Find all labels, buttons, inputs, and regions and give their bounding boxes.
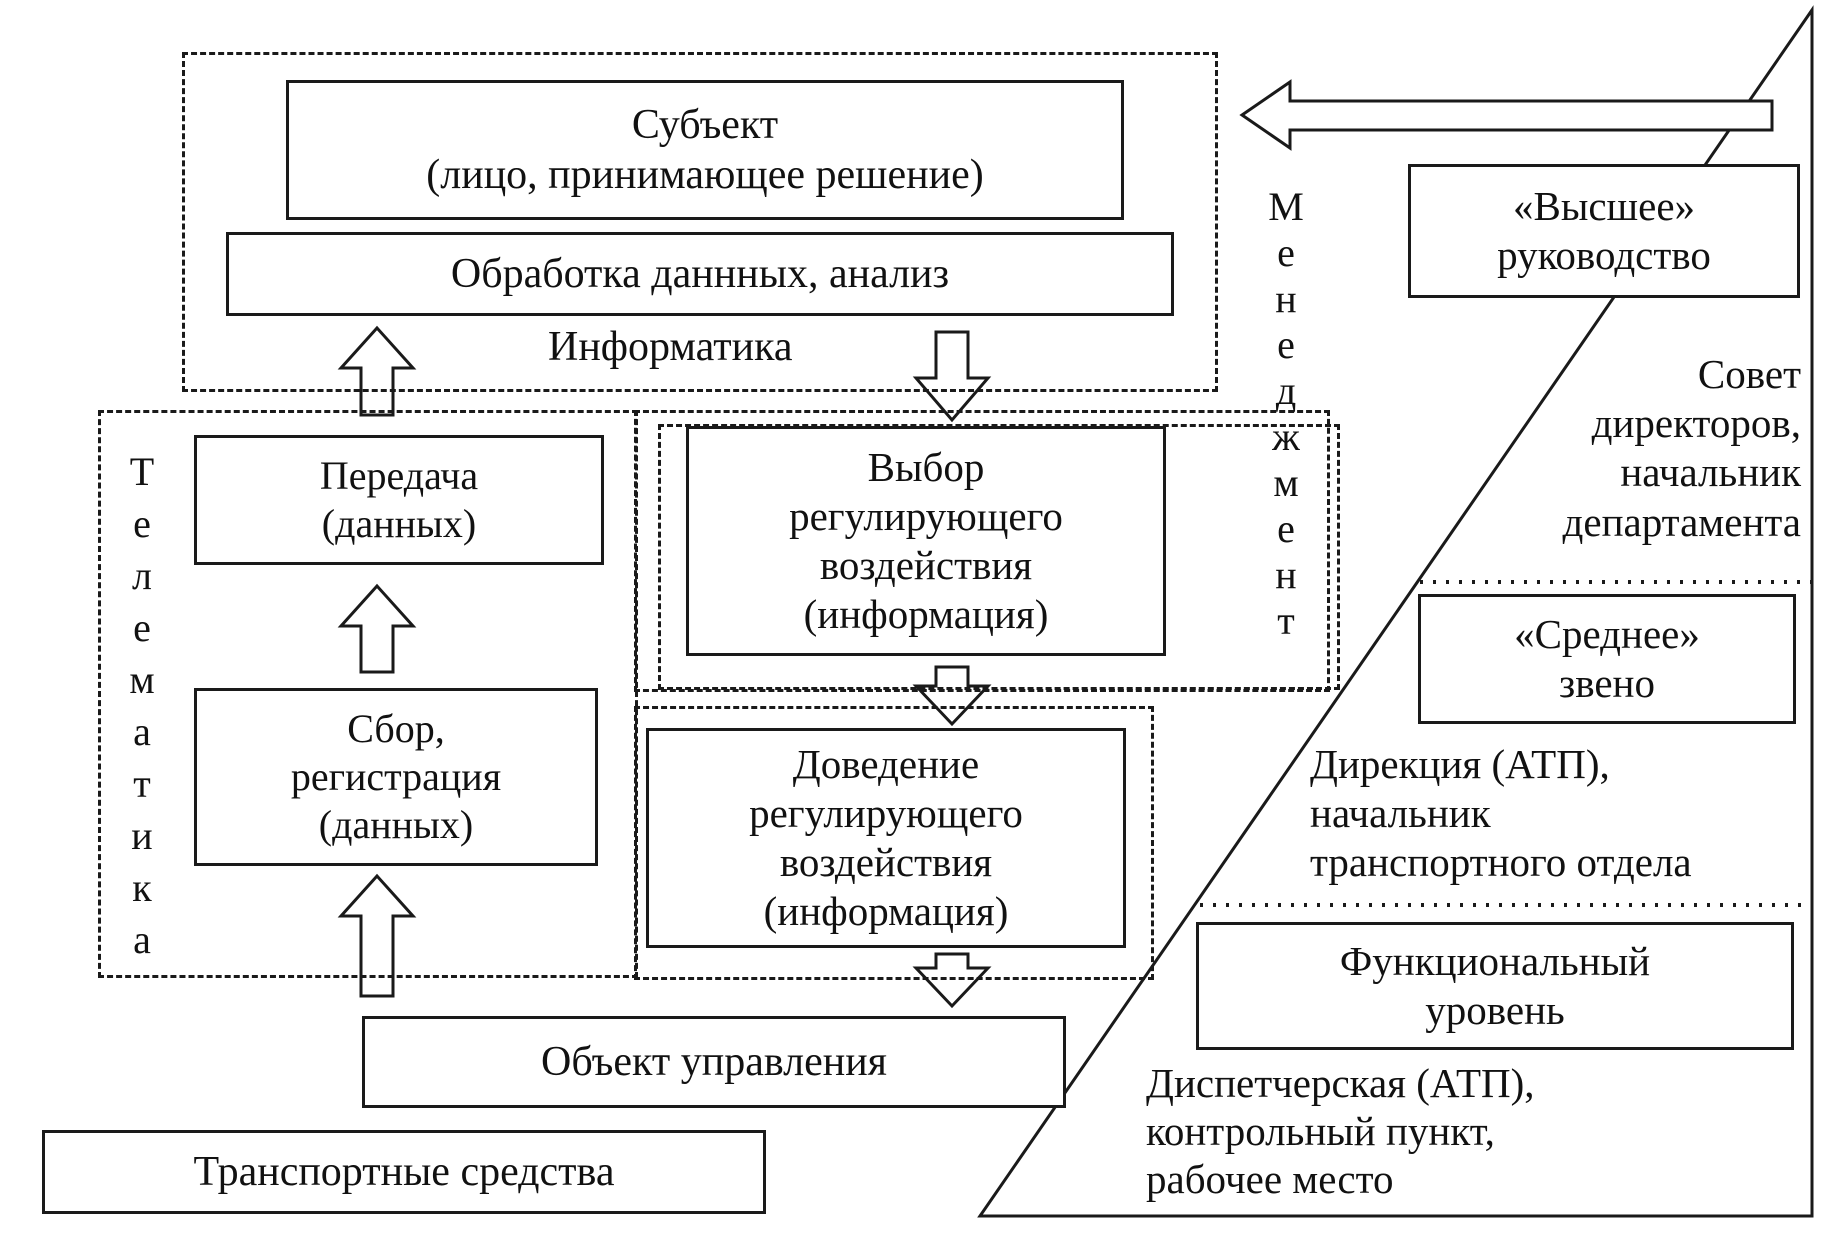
vehicles-label: Транспортные средства [193,1148,615,1195]
delivery-line-2: регулирующего [749,789,1023,836]
telematics-char: т [133,761,151,806]
transfer-box: Передача (данных) [194,435,604,565]
telematics-char: м [129,657,155,702]
telematics-char: к [132,865,152,910]
telematics-char: а [133,917,151,962]
subject-box: Субъект (лицо, принимающее решение) [286,80,1124,220]
management-char: М [1268,184,1304,229]
telematics-char: а [133,709,151,754]
choice-line-4: (информация) [803,591,1049,638]
management-char: е [1277,322,1295,367]
informatics-region [182,52,1218,392]
top-management-box: «Высшее» руководство [1408,164,1800,298]
top-desc-line-3: начальник [1620,449,1801,496]
informatics-label: Информатика [548,324,793,370]
middle-desc-line-2: начальник [1310,790,1491,837]
processing-label: Обработка даннных, анализ [450,250,950,297]
functional-level-box: Функциональный уровень [1196,922,1794,1050]
arrow-collection-to-transfer [337,583,417,674]
top-management-description: Совет директоров, начальник департамента [1563,350,1801,547]
arrow-processing-to-choice [912,330,992,423]
telematics-char: е [133,501,151,546]
functional-desc-line-1: Диспетчерская (АТП), [1146,1060,1535,1106]
functional-level-description: Диспетчерская (АТП), контрольный пункт, … [1146,1060,1535,1204]
choice-line-3: воздействия [819,542,1033,588]
top-desc-line-2: директоров, [1591,400,1801,447]
telematics-vertical-label: Т е л е м а т и к а [122,446,162,966]
arrow-delivery-to-object [912,952,992,1009]
arrow-object-to-collection [337,873,417,998]
subject-title: Субъект [631,101,779,148]
middle-level-line-1: «Среднее» [1514,610,1700,657]
management-char: н [1275,552,1297,597]
arrow-hierarchy-to-subject [1239,79,1774,151]
collection-line-3: (данных) [318,802,474,847]
management-char: н [1275,276,1297,321]
choice-line-2: регулирующего [789,492,1063,539]
delivery-box: Доведение регулирующего воздействия (инф… [646,728,1126,948]
telematics-char: л [132,553,152,598]
inner-choice-region [658,424,1340,690]
functional-level-line-1: Функциональный [1339,937,1651,984]
processing-box: Обработка даннных, анализ [226,232,1174,316]
management-char: е [1277,506,1295,551]
collection-box: Сбор, регистрация (данных) [194,688,598,866]
telematics-region [98,410,638,978]
subject-subtitle: (лицо, принимающее решение) [426,152,984,198]
middle-level-box: «Среднее» звено [1418,594,1796,724]
object-box: Объект управления [362,1016,1066,1108]
management-char: д [1275,368,1297,413]
transfer-title: Передача [319,453,479,498]
management-vertical-label: М е н е д ж м е н т [1266,184,1306,644]
top-management-line-2: руководство [1497,232,1711,278]
object-label: Объект управления [541,1038,887,1085]
arrow-choice-to-delivery [912,665,992,727]
management-char: ж [1272,414,1300,459]
top-desc-line-4: департамента [1562,498,1801,545]
telematics-char: Т [129,449,155,494]
arrow-transfer-to-processing [337,325,417,417]
middle-level-description: Дирекция (АТП), начальник транспортного … [1310,740,1692,888]
top-desc-line-1: Совет [1697,351,1801,397]
middle-desc-line-1: Дирекция (АТП), [1310,741,1610,787]
collection-line-1: Сбор, [347,706,445,751]
transfer-subtitle: (данных) [321,501,477,546]
management-region [634,410,1330,692]
delivery-line-3: воздействия [779,839,993,885]
delivery-line-4: (информация) [763,888,1009,935]
functional-desc-line-3: рабочее место [1146,1155,1394,1202]
delivery-line-1: Доведение [792,740,980,787]
delivery-region [634,706,1154,980]
collection-line-2: регистрация [290,754,502,799]
vehicles-box: Транспортные средства [42,1130,766,1214]
telematics-char: е [133,605,151,650]
choice-box: Выбор регулирующего воздействия (информа… [686,426,1166,656]
hierarchy-triangle [977,5,1814,1218]
telematics-char: и [131,813,153,858]
middle-desc-line-3: транспортного отдела [1310,839,1692,886]
management-char: т [1277,598,1295,643]
functional-desc-line-2: контрольный пункт, [1146,1107,1495,1154]
management-char: м [1273,460,1299,505]
top-management-line-1: «Высшее» [1512,182,1696,229]
functional-level-line-2: уровень [1425,987,1565,1033]
management-char: е [1277,230,1295,275]
choice-line-1: Выбор [867,443,985,490]
middle-level-line-2: звено [1559,660,1655,706]
